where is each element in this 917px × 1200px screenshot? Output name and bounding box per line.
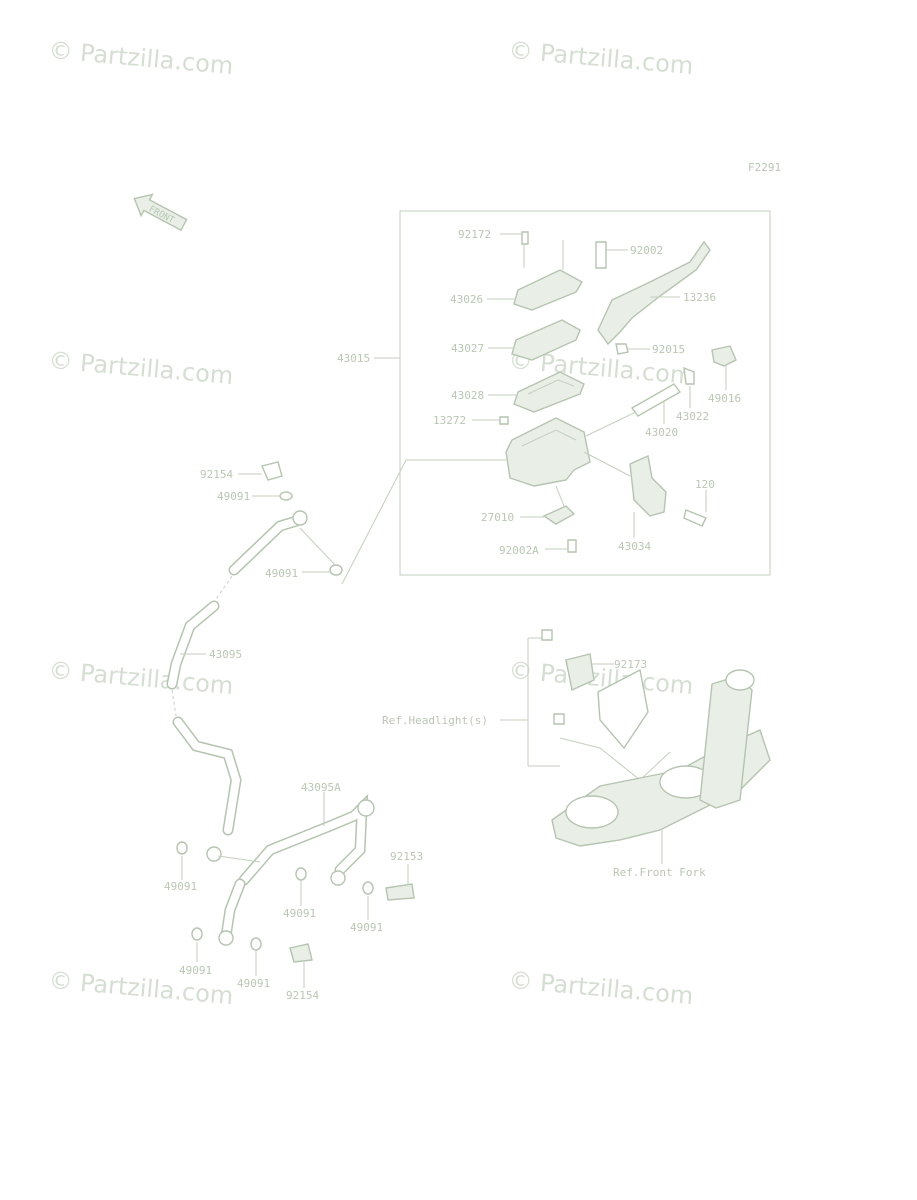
label-92173: 92173	[614, 658, 647, 671]
banjo-fitting	[292, 510, 308, 526]
nut-92015	[615, 343, 629, 355]
label-43028: 43028	[451, 389, 484, 402]
bracket	[565, 653, 595, 692]
label-92153: 92153	[390, 850, 423, 863]
clamp-43034	[629, 454, 667, 517]
bolt-92002A	[567, 539, 577, 553]
label-13236: 13236	[683, 291, 716, 304]
washer-49091	[362, 881, 374, 895]
label-27010: 27010	[481, 511, 514, 524]
washer-49091	[176, 841, 188, 855]
bolt-92173	[553, 713, 565, 725]
banjo-fitting	[218, 930, 234, 946]
reservoir-cap-43026	[513, 269, 583, 311]
part-labels: 92172 92002 43026 13236 43027 92015 4301…	[164, 228, 741, 1002]
front-fork-assembly	[500, 629, 771, 864]
label-120: 120	[695, 478, 715, 491]
label-92154: 92154	[286, 989, 319, 1002]
watermark: © Partzilla.com	[507, 36, 694, 80]
banjo-fitting	[330, 870, 346, 886]
label-ref-headlight: Ref.Headlight(s)	[382, 714, 488, 727]
label-43020: 43020	[645, 426, 678, 439]
watermark: © Partzilla.com	[47, 656, 234, 700]
master-cylinder-parts	[472, 231, 737, 553]
part-13272	[499, 416, 509, 425]
label-49091: 49091	[179, 964, 212, 977]
plate-43027	[511, 319, 581, 361]
label-43015: 43015	[337, 352, 370, 365]
master-cylinder-body	[505, 417, 591, 487]
label-92172: 92172	[458, 228, 491, 241]
cap-49016	[711, 345, 737, 367]
label-43034: 43034	[618, 540, 651, 553]
watermark: © Partzilla.com	[47, 36, 234, 80]
label-43027: 43027	[451, 342, 484, 355]
clamp-27010	[542, 505, 576, 525]
label-43026: 43026	[450, 293, 483, 306]
washer-49091	[279, 491, 293, 501]
label-49016: 49016	[708, 392, 741, 405]
label-92154: 92154	[200, 468, 233, 481]
label-92002: 92002	[630, 244, 663, 257]
label-49091: 49091	[283, 907, 316, 920]
steering-stem	[699, 675, 753, 809]
label-43095A: 43095A	[301, 781, 341, 794]
part-43022	[683, 366, 695, 385]
bolt-92173	[541, 629, 553, 641]
label-49091: 49091	[350, 921, 383, 934]
label-43022: 43022	[676, 410, 709, 423]
bolt-92154-top	[261, 461, 283, 481]
banjo-fitting	[206, 846, 222, 862]
brake-hose-43095A	[217, 792, 375, 946]
banjo-fitting	[357, 799, 375, 817]
headlight-bracket	[597, 668, 649, 750]
bolt-92002	[595, 241, 607, 269]
bolt-92154-bottom	[289, 943, 313, 963]
label-49091: 49091	[217, 490, 250, 503]
bolt-92153	[385, 883, 415, 901]
washer-49091	[191, 927, 203, 941]
label-49091: 49091	[164, 880, 197, 893]
screw-92172	[521, 231, 529, 245]
watermarks: © Partzilla.com © Partzilla.com © Partzi…	[47, 36, 694, 1010]
piston-43020	[630, 383, 682, 417]
stem-top	[725, 669, 755, 691]
label-92002A: 92002A	[499, 544, 539, 557]
label-92015: 92015	[652, 343, 685, 356]
washer-49091	[295, 867, 307, 881]
figure-code: F2291	[748, 161, 781, 174]
diaphragm-43028	[513, 371, 585, 413]
washer-49091	[250, 937, 262, 951]
master-cylinder-assembly-box	[399, 210, 771, 576]
front-arrow-icon: FRONT	[133, 193, 188, 232]
watermark: © Partzilla.com	[47, 346, 234, 390]
label-49091: 49091	[265, 567, 298, 580]
brake-lever-13236	[597, 240, 711, 346]
label-13272: 13272	[433, 414, 466, 427]
label-43095: 43095	[209, 648, 242, 661]
fork-tube-bore	[565, 795, 619, 829]
label-ref-front-fork: Ref.Front Fork	[613, 866, 706, 879]
watermark: © Partzilla.com	[507, 966, 694, 1010]
leader-line	[299, 459, 506, 585]
label-49091: 49091	[237, 977, 270, 990]
brake-hose-43095	[166, 510, 308, 862]
bolt-120	[683, 509, 707, 527]
washer-49091	[329, 564, 343, 576]
